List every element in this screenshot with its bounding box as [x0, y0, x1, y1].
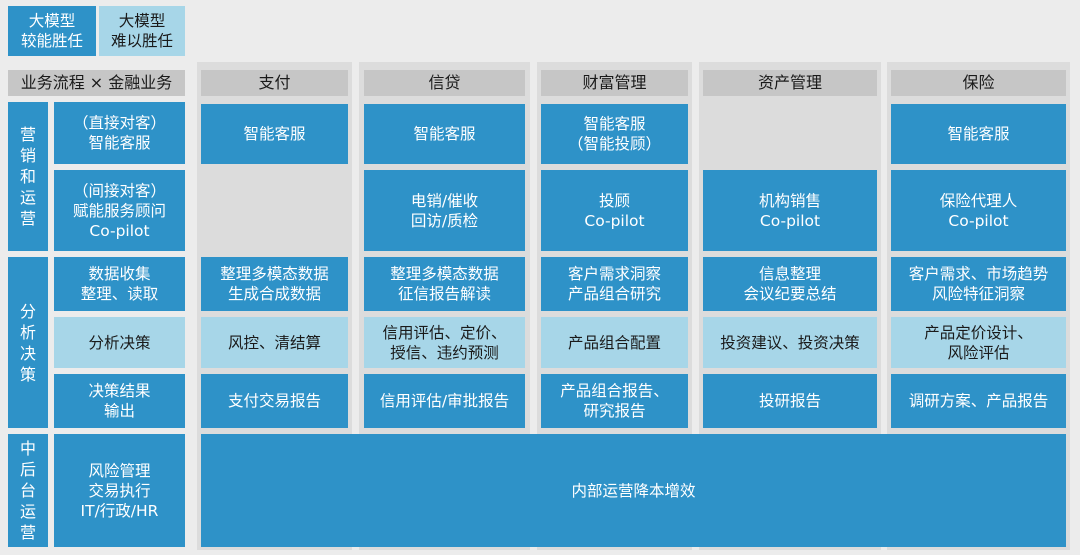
cell-asset-indirect: 机构销售 Co-pilot	[703, 170, 877, 251]
cell-insurance-output: 调研方案、产品报告	[891, 374, 1066, 428]
cell-pay-direct: 智能客服	[201, 104, 348, 164]
cell-wealth-decide: 产品组合配置	[541, 317, 688, 368]
cell-insurance-collect: 客户需求、市场趋势 风险特征洞察	[891, 257, 1066, 311]
cell-pay-decide: 风控、清结算	[201, 317, 348, 368]
cell-credit-collect: 整理多模态数据 征信报告解读	[364, 257, 525, 311]
column-header-wealth: 财富管理	[541, 70, 688, 96]
cell-wealth-direct: 智能客服 （智能投顾）	[541, 104, 688, 164]
cell-credit-decide: 信用评估、定价、 授信、违约预测	[364, 317, 525, 368]
cell-credit-output: 信用评估/审批报告	[364, 374, 525, 428]
column-header-insurance: 保险	[891, 70, 1066, 96]
cell-insurance-decide: 产品定价设计、 风险评估	[891, 317, 1066, 368]
column-header-asset: 资产管理	[703, 70, 877, 96]
cell-asset-output: 投研报告	[703, 374, 877, 428]
row-label-indirect: （间接对客） 赋能服务顾问 Co-pilot	[54, 170, 185, 251]
cell-wealth-output: 产品组合报告、 研究报告	[541, 374, 688, 428]
row-label-decide: 分析决策	[54, 317, 185, 368]
cell-wealth-collect: 客户需求洞察 产品组合研究	[541, 257, 688, 311]
cell-insurance-direct: 智能客服	[891, 104, 1066, 164]
row-label-backoffice: 风险管理 交易执行 IT/行政/HR	[54, 434, 185, 547]
row-label-collect: 数据收集 整理、读取	[54, 257, 185, 311]
legend-capable: 大模型 较能胜任	[8, 6, 96, 56]
cell-asset-collect: 信息整理 会议纪要总结	[703, 257, 877, 311]
cell-asset-decide: 投资建议、投资决策	[703, 317, 877, 368]
cell-credit-direct: 智能客服	[364, 104, 525, 164]
row-label-direct: （直接对客） 智能客服	[54, 102, 185, 164]
group-analysis: 分 析 决 策	[8, 257, 48, 428]
column-header-credit: 信贷	[364, 70, 525, 96]
cell-pay-output: 支付交易报告	[201, 374, 348, 428]
legend-hard: 大模型 难以胜任	[99, 6, 185, 56]
cell-backoffice-all: 内部运营降本增效	[201, 434, 1066, 547]
group-marketing: 营 销 和 运 营	[8, 102, 48, 251]
row-label-output: 决策结果 输出	[54, 374, 185, 428]
group-backoffice: 中 后 台 运 营	[8, 434, 48, 547]
cell-wealth-indirect: 投顾 Co-pilot	[541, 170, 688, 251]
corner-header: 业务流程 × 金融业务	[8, 70, 185, 96]
cell-insurance-indirect: 保险代理人 Co-pilot	[891, 170, 1066, 251]
cell-pay-collect: 整理多模态数据 生成合成数据	[201, 257, 348, 311]
cell-credit-indirect: 电销/催收 回访/质检	[364, 170, 525, 251]
column-header-pay: 支付	[201, 70, 348, 96]
